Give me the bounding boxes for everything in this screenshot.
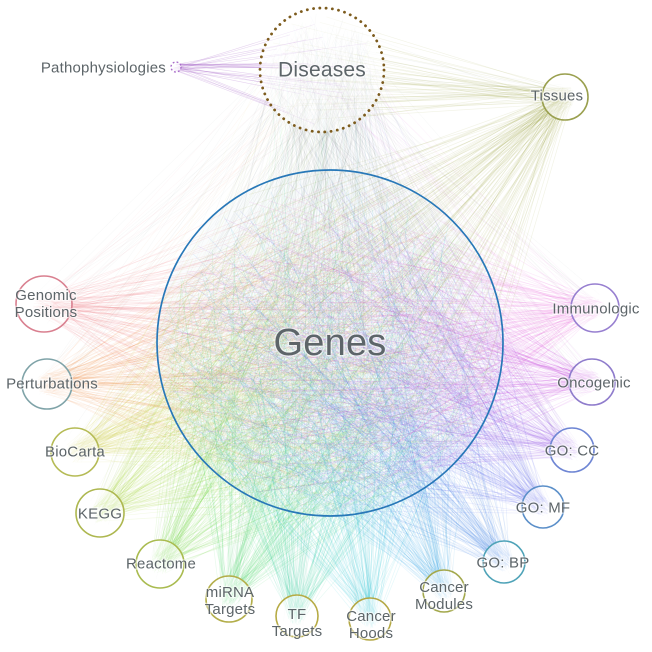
label-perturbations: Perturbations <box>6 376 98 393</box>
node-genomic_positions[interactable] <box>15 275 73 333</box>
label-immunologic: Immunologic <box>552 301 640 318</box>
label-tissues: Tissues <box>531 88 584 105</box>
node-go_bp[interactable] <box>482 540 526 584</box>
nodes <box>15 6 620 641</box>
node-tissues[interactable] <box>541 73 589 121</box>
label-pathophysiologies: Pathophysiologies <box>41 60 166 77</box>
node-tf_targets[interactable] <box>275 594 319 638</box>
edge-bundles <box>30 13 607 631</box>
label-kegg: KEGG <box>78 506 122 523</box>
node-go_cc[interactable] <box>549 427 595 473</box>
node-reactome[interactable] <box>135 539 185 589</box>
label-go_cc: GO: CC <box>545 443 600 460</box>
label-go_bp: GO: BP <box>477 555 530 572</box>
node-labels: Genes Diseases PathophysiologiesTissuesGen… <box>5 57 641 643</box>
label-genes: Genes <box>274 322 387 364</box>
node-oncogenic[interactable] <box>568 358 616 406</box>
node-immunologic[interactable] <box>570 283 620 333</box>
node-mirna_targets[interactable] <box>205 575 253 623</box>
node-kegg[interactable] <box>75 488 125 538</box>
node-cancer_modules[interactable] <box>422 569 466 613</box>
node-biocarta[interactable] <box>50 427 100 477</box>
label-diseases: Diseases <box>278 59 366 82</box>
node-cancer_hoods[interactable] <box>348 597 392 641</box>
node-genes[interactable] <box>156 169 504 517</box>
label-go_mf: GO: MF <box>516 500 571 517</box>
node-diseases[interactable] <box>258 6 386 134</box>
node-pathophysiologies[interactable] <box>170 61 182 73</box>
label-reactome: Reactome <box>126 556 196 573</box>
node-perturbations[interactable] <box>21 358 73 410</box>
label-oncogenic: Oncogenic <box>557 375 631 392</box>
label-biocarta: BioCarta <box>45 444 105 461</box>
node-go_mf[interactable] <box>521 485 565 529</box>
